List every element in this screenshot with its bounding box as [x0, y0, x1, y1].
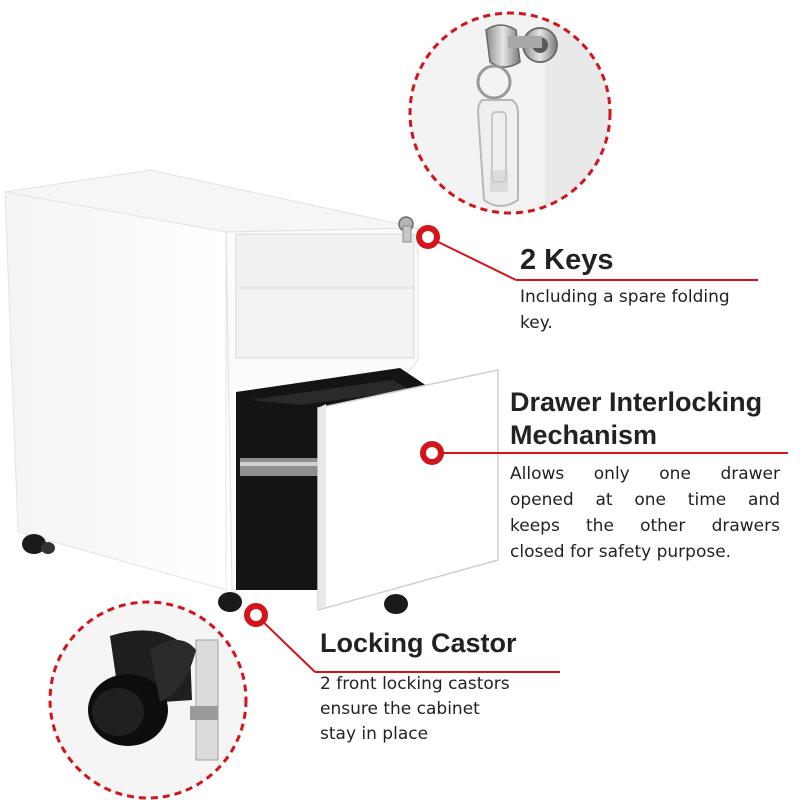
file-cabinet — [4, 169, 499, 614]
callout-interlock-title-line: Drawer Interlocking — [510, 387, 763, 417]
callout-interlock-marker — [420, 441, 788, 465]
callout-keys-marker — [416, 225, 758, 281]
lock-key-detail — [408, 11, 612, 215]
callout-interlock-line: Allows only one drawer — [510, 464, 780, 484]
callout-interlock-line: opened at one time and — [510, 490, 780, 510]
callout-keys-line: key. — [520, 313, 553, 333]
callout-interlock-line: closed for safety purpose. — [510, 542, 732, 562]
callout-castor-line: ensure the cabinet — [320, 699, 480, 719]
callout-keys-line: Including a spare folding — [520, 287, 730, 307]
callout-castor-text: 2 front locking castors ensure the cabin… — [320, 672, 560, 747]
callout-keys-text: Including a spare folding key. — [520, 284, 770, 336]
callout-castor-line: 2 front locking castors — [320, 674, 510, 694]
callout-castor-title: Locking Castor — [320, 628, 517, 658]
callout-keys-title: 2 Keys — [520, 244, 614, 276]
callout-interlock-title-line: Mechanism — [510, 420, 658, 450]
callout-castor-marker — [244, 603, 560, 673]
callout-interlock-text: Allows only one drawer opened at one tim… — [510, 461, 780, 565]
callout-castor-line: stay in place — [320, 724, 429, 744]
castor-wheel-detail — [48, 600, 248, 800]
callout-interlock-title: Drawer Interlocking Mechanism — [510, 386, 762, 452]
callout-interlock-line: keeps the other drawers — [510, 516, 780, 536]
